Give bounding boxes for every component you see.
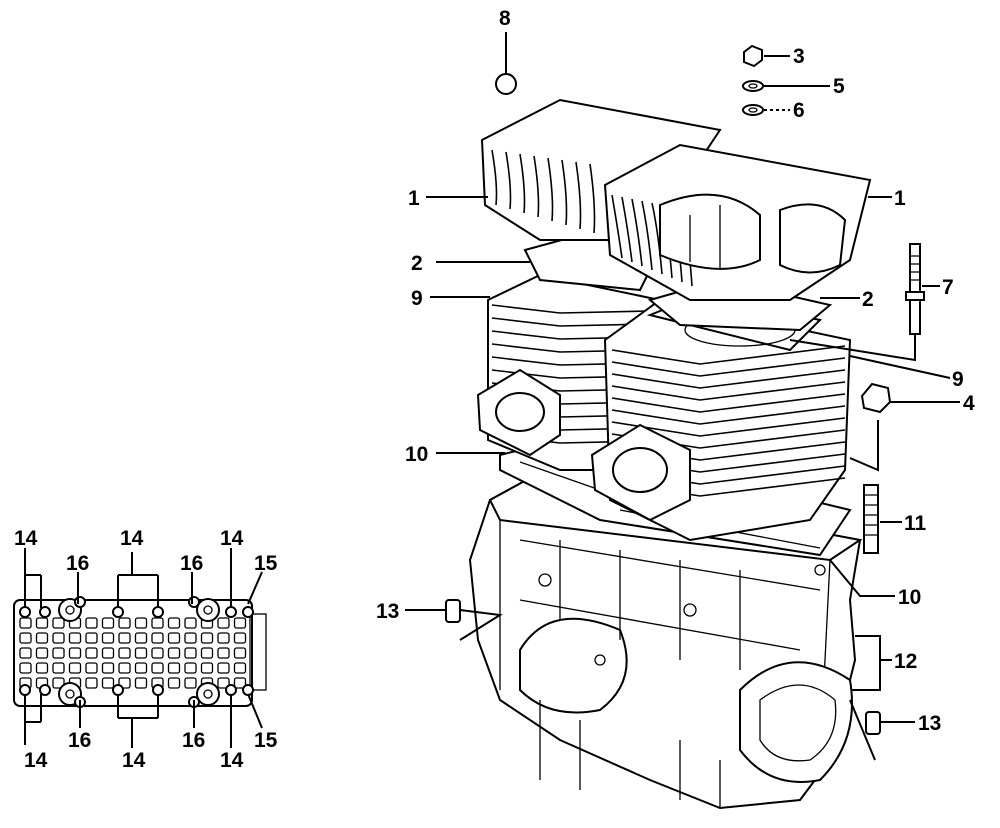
callout-5: 5 <box>833 75 845 98</box>
callout-2: 2 <box>411 252 423 275</box>
callout-1: 1 <box>408 187 420 210</box>
bolt-pattern-inset: 14 16 14 16 14 15 14 16 14 16 14 15 <box>13 527 278 772</box>
inset-callout-15: 15 <box>254 729 278 752</box>
inset-grid <box>19 617 247 689</box>
callout-4: 4 <box>963 392 975 415</box>
inset-callout-15: 15 <box>254 552 278 575</box>
inset-callout-16: 16 <box>182 729 205 752</box>
inset-callout-14: 14 <box>220 527 244 550</box>
hardware <box>445 44 925 735</box>
inset-callout-14: 14 <box>122 749 146 772</box>
callout-9: 9 <box>411 287 423 310</box>
callout-9: 9 <box>952 368 964 391</box>
callout-12: 12 <box>894 650 917 673</box>
callout-10: 10 <box>898 586 921 609</box>
cylinder-heads <box>480 98 872 301</box>
callout-3: 3 <box>793 45 805 68</box>
leader-lines <box>405 32 960 761</box>
inset-callout-16: 16 <box>68 729 91 752</box>
inset-callout-16: 16 <box>66 552 89 575</box>
callout-2: 2 <box>862 288 874 311</box>
callout-6: 6 <box>793 99 805 122</box>
callout-11: 11 <box>904 512 927 535</box>
callout-13: 13 <box>376 600 399 623</box>
callout-13: 13 <box>918 712 941 735</box>
inset-callout-14: 14 <box>220 749 244 772</box>
callout-1: 1 <box>894 187 906 210</box>
inset-callout-16: 16 <box>180 552 203 575</box>
callouts: 8 3 5 6 1 1 2 2 7 9 9 4 10 11 10 13 12 1… <box>376 7 975 735</box>
inset-callout-14: 14 <box>24 749 48 772</box>
callout-7: 7 <box>942 276 954 299</box>
inset-callout-14: 14 <box>120 527 144 550</box>
callout-8: 8 <box>499 7 511 30</box>
inset-callout-14: 14 <box>14 527 38 550</box>
callout-10: 10 <box>405 443 428 466</box>
